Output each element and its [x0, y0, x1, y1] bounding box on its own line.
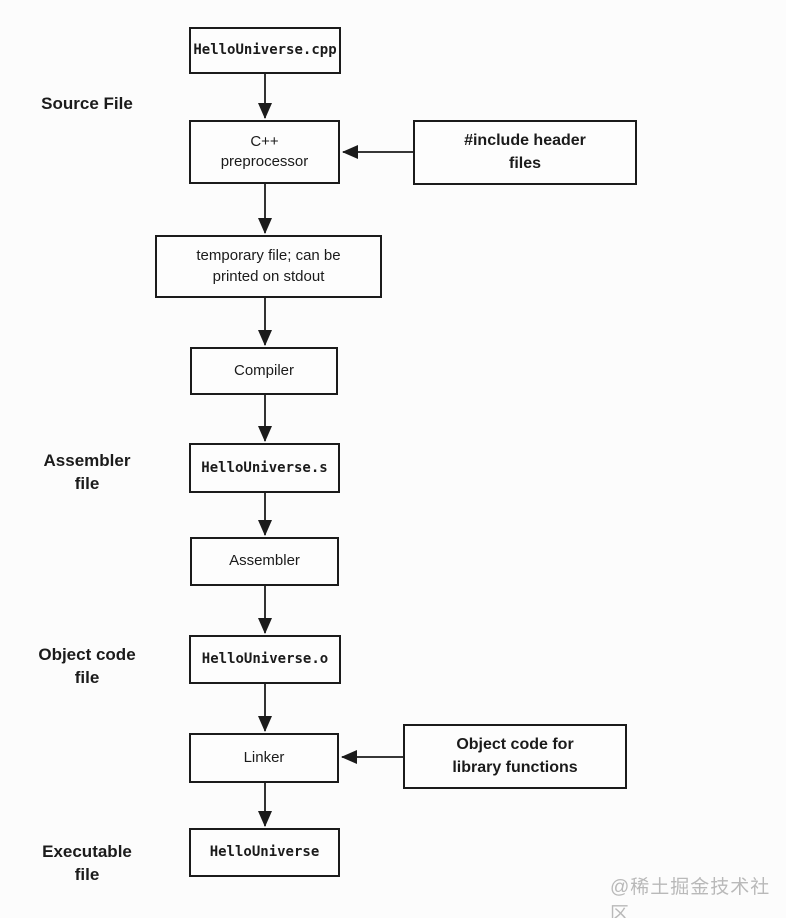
node-compiler: Compiler [190, 347, 338, 395]
node-executable: HelloUniverse [189, 828, 340, 877]
watermark-text: @稀土掘金技术社区 [610, 877, 771, 918]
node-linker: Linker [189, 733, 339, 783]
node-include-header-files: #include header files [413, 120, 637, 185]
node-assembler-file: HelloUniverse.s [189, 443, 340, 493]
label-object-code-file: Object code file [38, 645, 136, 687]
node-object-code-library: Object code for library functions [403, 724, 627, 789]
node-object-code-file: HelloUniverse.o [189, 635, 341, 684]
node-temporary-file: temporary file; can be printed on stdout [155, 235, 382, 298]
label-source-file: Source File [41, 94, 133, 113]
node-assembler: Assembler [190, 537, 339, 586]
node-preprocessor: C++ preprocessor [189, 120, 340, 184]
label-executable-file: Executable file [42, 842, 132, 884]
label-assembler-file: Assembler file [43, 451, 131, 493]
node-source-file: HelloUniverse.cpp [189, 27, 341, 74]
